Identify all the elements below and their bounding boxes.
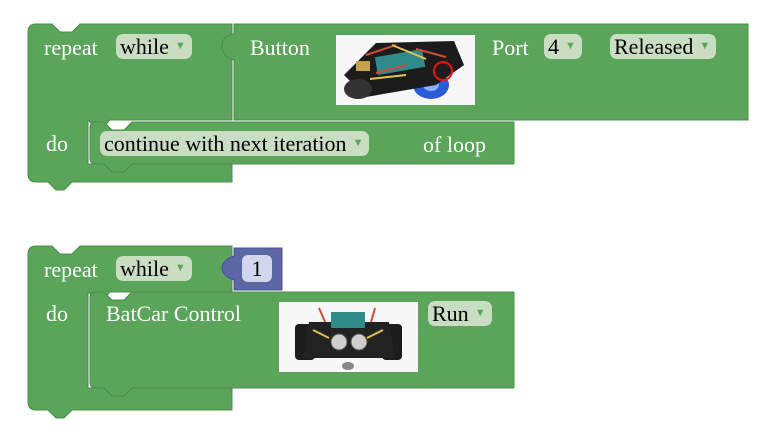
repeat-mode-value: while [120,256,169,281]
condition-number-field[interactable]: 1 [242,255,272,282]
repeat-mode-dropdown[interactable]: while ▼ [116,34,192,59]
run-dropdown[interactable]: Run ▼ [428,301,492,326]
port-value: 4 [548,34,559,59]
repeat-mode-dropdown[interactable]: while ▼ [116,256,192,281]
run-value: Run [432,301,469,326]
robot-car-front-image [279,302,418,372]
repeat-while-block-1-frame [27,23,233,191]
repeat-mode-value: while [120,34,169,59]
do-label: do [46,301,68,326]
batcar-control-label: BatCar Control [106,301,242,326]
repeat-label: repeat [44,257,98,282]
robot-car-button-image [336,35,475,105]
of-loop-label: of loop [423,132,486,157]
triangle-down-icon: ▼ [174,262,186,274]
port-label: Port [492,35,529,60]
state-dropdown[interactable]: Released ▼ [610,34,717,59]
triangle-down-icon: ▼ [699,40,711,52]
triangle-down-icon: ▼ [474,307,486,319]
button-label: Button [250,35,310,60]
do-label: do [46,131,68,156]
loop-action-dropdown[interactable]: continue with next iteration ▼ [100,131,370,156]
triangle-down-icon: ▼ [565,40,576,52]
state-value: Released [614,34,694,59]
loop-action-value: continue with next iteration [104,131,347,156]
triangle-down-icon: ▼ [352,137,364,149]
triangle-down-icon: ▼ [174,40,186,52]
port-dropdown[interactable]: 4 ▼ [544,34,582,59]
repeat-label: repeat [44,35,98,60]
